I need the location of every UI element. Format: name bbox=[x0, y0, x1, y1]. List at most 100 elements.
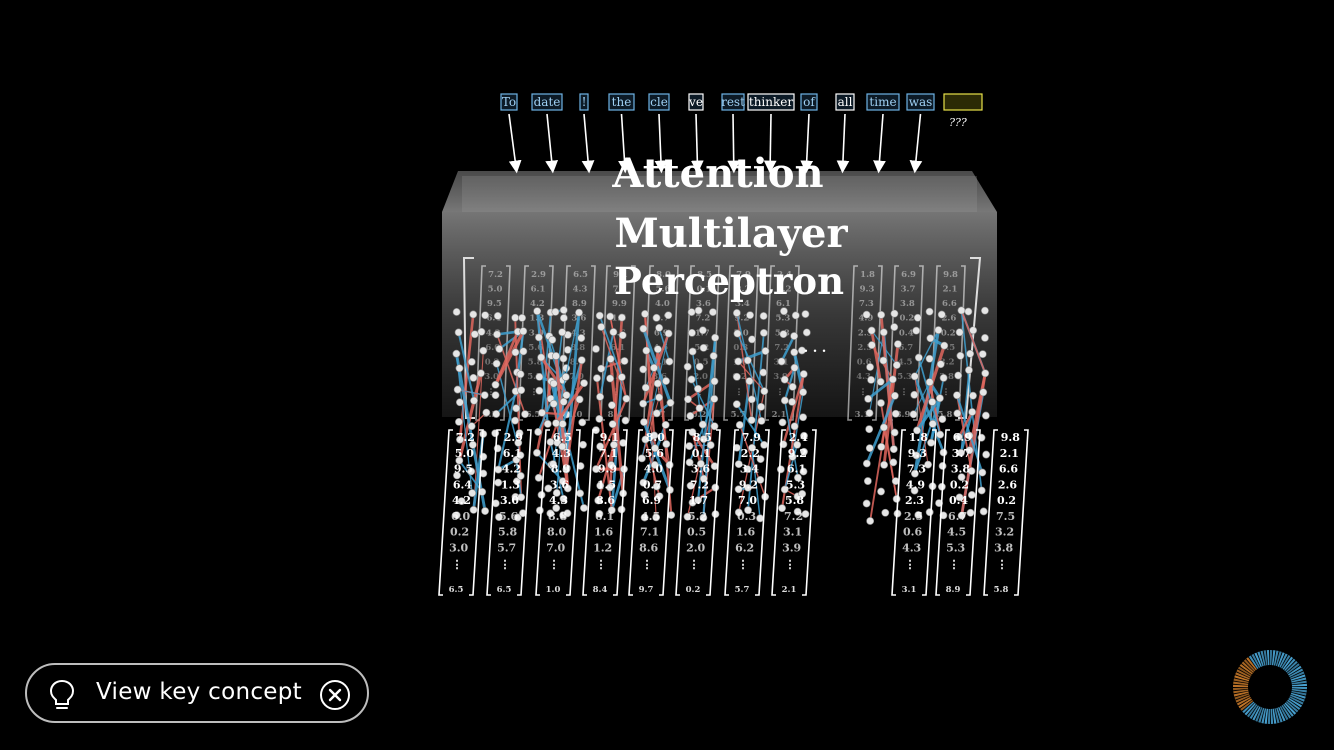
vector-bracket-left bbox=[935, 429, 950, 596]
vector-entry: 9.3 bbox=[860, 285, 875, 295]
neuron-node bbox=[964, 307, 973, 316]
vector-entry: 2.9 bbox=[504, 431, 523, 444]
neuron-node bbox=[469, 373, 478, 382]
neuron-node bbox=[965, 366, 973, 374]
vector-entry: 2.2 bbox=[741, 447, 760, 460]
vector-bracket-left bbox=[891, 429, 906, 596]
token-arrow bbox=[873, 113, 886, 174]
neuron-node bbox=[710, 377, 719, 386]
neuron-node bbox=[890, 323, 899, 331]
vector-entry: 6.6 bbox=[942, 299, 957, 309]
neuron-node bbox=[760, 440, 768, 449]
vector-entry-last: 5.7 bbox=[731, 410, 746, 420]
neuron-node bbox=[695, 404, 704, 413]
token-text: cle bbox=[650, 95, 668, 109]
neuron-node bbox=[790, 348, 799, 357]
neuron-node bbox=[513, 513, 522, 522]
neuron-node bbox=[928, 419, 937, 428]
neuron-node bbox=[779, 330, 788, 339]
neuron-node bbox=[799, 388, 807, 397]
vector-entry: 9.2 bbox=[777, 285, 792, 295]
view-key-concept-button[interactable]: View key concept bbox=[25, 663, 369, 723]
token-text: ! bbox=[582, 95, 587, 109]
vector-entry: 3.2 bbox=[995, 526, 1014, 539]
neuron-node bbox=[733, 329, 742, 338]
progress-segment bbox=[1244, 702, 1256, 716]
vector-entry: 0.6 bbox=[903, 526, 922, 539]
vector-entry: 6.5 bbox=[553, 431, 572, 444]
neuron-node bbox=[889, 445, 898, 454]
progress-segment bbox=[1291, 680, 1307, 685]
neuron-node bbox=[798, 346, 806, 355]
neuron-node bbox=[890, 428, 899, 437]
neuron-weight bbox=[457, 372, 483, 461]
neuron-node bbox=[594, 496, 603, 505]
neuron-node bbox=[699, 343, 708, 352]
neuron-weight bbox=[641, 397, 660, 459]
neuron-node bbox=[780, 375, 789, 384]
vector-entry: 3.7 bbox=[901, 285, 916, 295]
neuron-node bbox=[911, 469, 919, 478]
vector-entry: 4.3 bbox=[573, 285, 588, 295]
neuron-node bbox=[759, 329, 768, 337]
neuron-node bbox=[513, 477, 521, 486]
close-icon[interactable] bbox=[320, 680, 350, 710]
vector-entry: 0.7 bbox=[654, 314, 669, 324]
neuron-node bbox=[481, 311, 490, 320]
neuron-node bbox=[865, 425, 874, 434]
embedding-vector: 9.17.19.91.58.66.11.61.2⋮8.4 bbox=[582, 429, 628, 596]
vector-entry-last: 5.8 bbox=[938, 410, 953, 420]
neuron-node bbox=[606, 355, 615, 363]
neuron-weight bbox=[736, 312, 763, 422]
neuron-node bbox=[877, 442, 886, 451]
title-attention: Attention bbox=[611, 150, 823, 197]
vector-entry: 5.3 bbox=[786, 478, 805, 491]
neuron-weight bbox=[784, 400, 799, 478]
vector-ellipsis: ⋮ bbox=[785, 558, 796, 571]
vector-entry: 5.8 bbox=[498, 526, 517, 539]
vector-entry: 5.3 bbox=[775, 314, 790, 324]
neuron-node bbox=[521, 410, 529, 419]
neuron-node bbox=[639, 478, 648, 487]
progress-segment bbox=[1241, 661, 1255, 673]
neuron-weight bbox=[739, 424, 766, 497]
neuron-node bbox=[654, 345, 662, 354]
vector-entry: 4.9 bbox=[858, 314, 873, 324]
neuron-node bbox=[706, 441, 715, 449]
vector-entry: 8.8 bbox=[548, 510, 567, 523]
vector-entry: 6.5 bbox=[573, 270, 588, 280]
neuron-node bbox=[981, 411, 990, 420]
neuron-node bbox=[912, 326, 921, 335]
video-progress-ring[interactable] bbox=[1231, 648, 1309, 726]
progress-segment bbox=[1286, 663, 1300, 674]
vector-entry: 3.8 bbox=[900, 299, 915, 309]
neuron-node bbox=[953, 409, 962, 418]
neuron-node bbox=[650, 431, 659, 440]
vector-entry: 4.0 bbox=[644, 463, 663, 476]
vector-entry: 9.2 bbox=[739, 478, 758, 491]
neuron-weight bbox=[747, 332, 765, 511]
neuron-node bbox=[639, 399, 648, 408]
neuron-node bbox=[743, 465, 752, 474]
progress-segment bbox=[1235, 672, 1250, 680]
neuron-node bbox=[979, 507, 988, 516]
neuron-node bbox=[552, 489, 561, 497]
token-box bbox=[721, 93, 745, 111]
vector-entry: 6.9 bbox=[642, 494, 661, 507]
neuron-node bbox=[924, 460, 932, 469]
neuron-weight bbox=[554, 382, 586, 425]
vector-entry: 3.0 bbox=[529, 328, 544, 338]
neuron-node bbox=[457, 497, 466, 505]
vector-entry: 6.1 bbox=[531, 285, 546, 295]
neuron-node bbox=[748, 443, 757, 452]
vector-entry: 0.2 bbox=[485, 357, 500, 367]
neuron-node bbox=[455, 417, 463, 426]
token-chip bbox=[943, 93, 983, 111]
progress-segment bbox=[1249, 705, 1259, 720]
neuron-node bbox=[608, 401, 616, 410]
neuron-node bbox=[802, 328, 811, 337]
vector-bracket-left bbox=[684, 265, 695, 421]
vector-entry-last: 9.7 bbox=[639, 585, 654, 595]
neuron-node bbox=[862, 499, 871, 508]
vector-bracket-right bbox=[755, 429, 770, 596]
